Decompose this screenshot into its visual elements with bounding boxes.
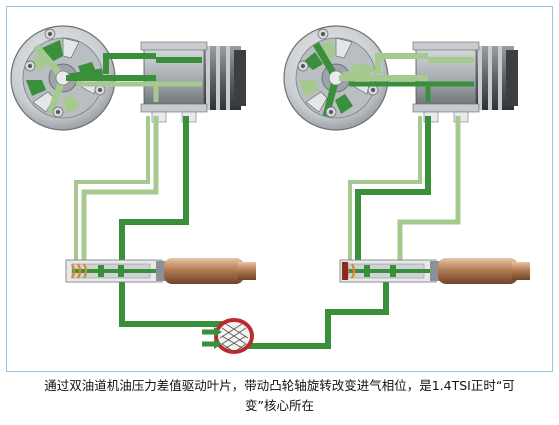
- left-phaser: [10, 25, 116, 131]
- left-camshaft-end: [201, 46, 246, 110]
- vvt-diagram: [6, 6, 553, 372]
- caption-line-1: 通过双油道机油压力差值驱动叶片，带动凸轮轴旋转改变进气相位，是1.4TSI正时“…: [44, 378, 515, 393]
- left-pressure-line-light-2: [74, 116, 150, 268]
- oil-filter: [214, 318, 254, 354]
- right-pressure-line-dark: [355, 116, 431, 268]
- right-pressure-line-light: [348, 116, 422, 268]
- oil-inlet-arrows: [202, 327, 222, 349]
- right-solenoid-valve: [339, 258, 530, 284]
- caption-line-2: 变”核心所在: [245, 398, 314, 413]
- right-pressure-line-light-2: [397, 116, 461, 268]
- left-pressure-line-light: [81, 116, 159, 268]
- left-assembly: [10, 25, 256, 327]
- right-camshaft-end: [474, 46, 518, 110]
- left-solenoid-valve: [65, 258, 256, 284]
- figure-caption: 通过双油道机油压力差值驱动叶片，带动凸轮轴旋转改变进气相位，是1.4TSI正时“…: [0, 376, 559, 416]
- right-assembly: [244, 25, 530, 349]
- right-phaser: [283, 25, 389, 131]
- left-pressure-line-dark: [119, 116, 189, 268]
